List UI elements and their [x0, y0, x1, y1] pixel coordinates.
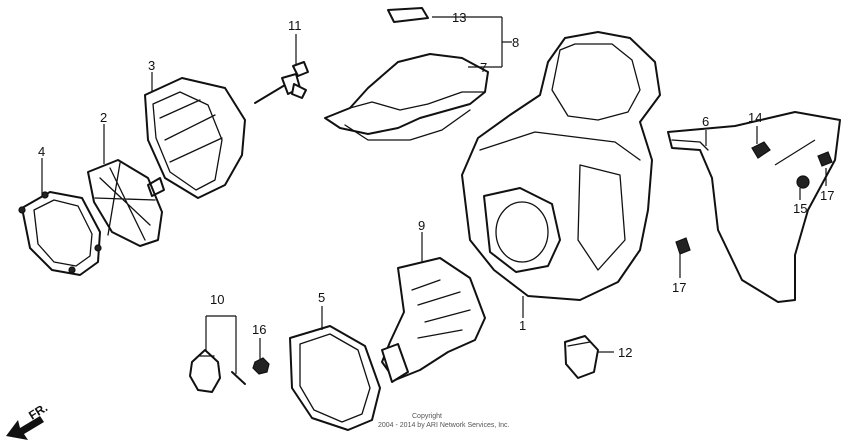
- part-5-gasket[interactable]: [289, 325, 381, 431]
- callout-1: 1: [519, 318, 526, 333]
- front-direction-arrow-icon: [6, 416, 44, 440]
- part-11-wing-bolt[interactable]: [254, 61, 309, 104]
- part-14-bolt[interactable]: [751, 141, 771, 159]
- callout-10: 10: [210, 292, 224, 307]
- part-9-connecting-tube[interactable]: [381, 257, 486, 383]
- callout-16: 16: [252, 322, 266, 337]
- part-4-plate[interactable]: [18, 191, 102, 276]
- callout-17-lower: 17: [672, 280, 686, 295]
- part-10-clamp[interactable]: [189, 349, 246, 393]
- callout-8: 8: [512, 35, 519, 50]
- callout-2: 2: [100, 110, 107, 125]
- callout-5: 5: [318, 290, 325, 305]
- callout-9: 9: [418, 218, 425, 233]
- callout-13: 13: [452, 10, 466, 25]
- callout-15: 15: [793, 201, 807, 216]
- part-13-pad[interactable]: [387, 7, 429, 23]
- callout-7: 7: [480, 60, 487, 75]
- part-15-nut[interactable]: [796, 175, 810, 189]
- part-17-bolt-lower[interactable]: [675, 237, 691, 255]
- copyright-line-1: Copyright: [412, 413, 442, 420]
- callout-17-right: 17: [820, 188, 834, 203]
- callout-14: 14: [748, 110, 762, 125]
- part-1-air-cleaner-case[interactable]: [461, 31, 661, 301]
- part-6-side-cover[interactable]: [667, 111, 841, 303]
- part-2-filter-holder[interactable]: [87, 159, 165, 247]
- callout-4: 4: [38, 144, 45, 159]
- callout-3: 3: [148, 58, 155, 73]
- front-direction-label: FR.: [26, 400, 50, 422]
- part-16-nut[interactable]: [252, 357, 270, 375]
- part-3-filter-element[interactable]: [144, 77, 246, 199]
- part-7-cover[interactable]: [324, 53, 489, 141]
- callout-12: 12: [618, 345, 632, 360]
- part-12-drain-plug[interactable]: [564, 335, 599, 379]
- copyright-line-2: 2004 - 2014 by ARI Network Services, Inc…: [378, 422, 510, 429]
- callout-11: 11: [288, 18, 302, 33]
- leader-lines: [41, 16, 827, 374]
- callout-6: 6: [702, 114, 709, 129]
- part-17-bolt-right[interactable]: [817, 151, 833, 167]
